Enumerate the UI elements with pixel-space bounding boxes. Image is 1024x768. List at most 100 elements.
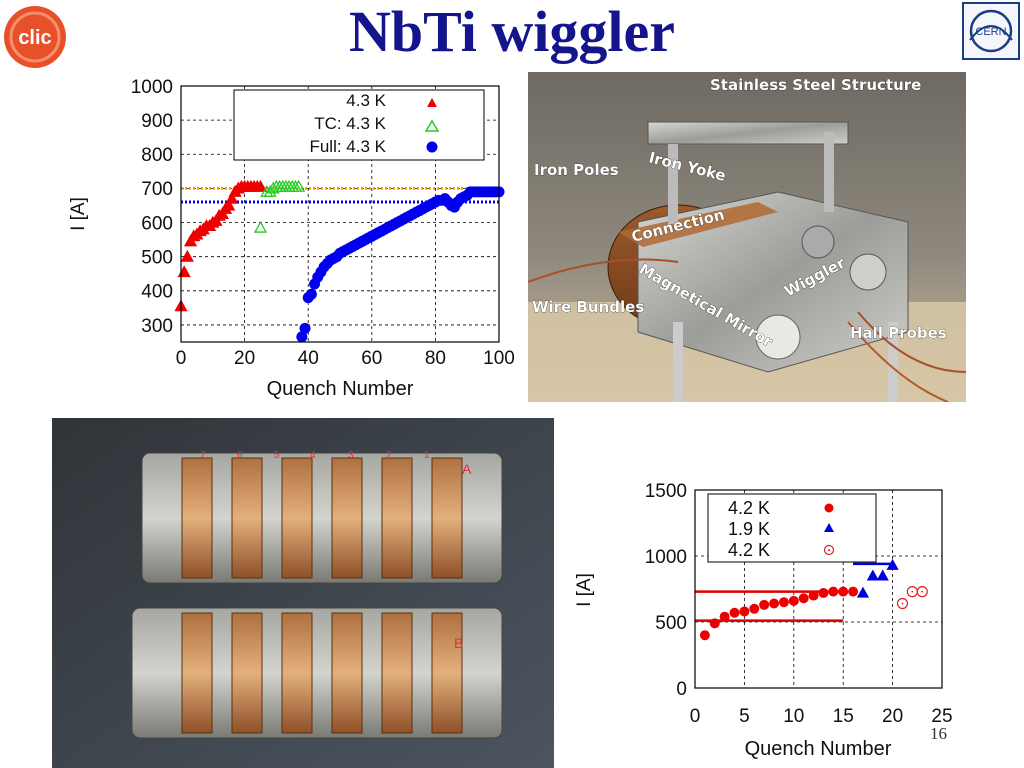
cern-logo: CERN <box>962 2 1020 60</box>
y-tick-label-7: 1000 <box>131 77 173 98</box>
chart2-reference-lines <box>695 562 893 622</box>
series-0-point-13 <box>828 586 839 597</box>
series-0-point-15 <box>222 198 236 211</box>
x-tick-label-5: 25 <box>931 706 952 727</box>
series-2-point-2 <box>916 586 928 598</box>
series-2-point-2-center <box>921 590 924 593</box>
wiggler-body-illustration <box>528 121 966 402</box>
label-hall-probes: Hall Probes <box>850 324 947 342</box>
series-0-point-6 <box>759 599 770 610</box>
label-coil-b: B <box>454 635 463 651</box>
series-0-point-0 <box>699 630 710 641</box>
chart1-legend-marker-1 <box>427 98 437 107</box>
chart2-legend-marker-2 <box>824 523 834 532</box>
wiggler-coils-photo: A B 7 6 5 4 3 2 1 <box>52 418 554 768</box>
label-pole-4: 4 <box>310 450 316 461</box>
series-0-point-9 <box>788 595 799 606</box>
lower-coil-assembly <box>131 607 503 739</box>
series-0-point-8 <box>778 597 789 608</box>
y-tick-label-2: 1000 <box>645 547 687 568</box>
photo2-labels: A B 7 6 5 4 3 2 1 <box>200 450 472 651</box>
series-2-point-0 <box>296 331 308 343</box>
x-tick-label-1: 20 <box>234 348 255 369</box>
chart1-x-axis-label: Quench Number <box>267 378 414 400</box>
chart2-marks <box>699 558 928 641</box>
series-0-point-4 <box>739 606 750 617</box>
y-tick-label-1: 500 <box>655 613 687 634</box>
label-pole-2: 2 <box>386 450 392 461</box>
chart1-frame <box>180 85 500 343</box>
y-tick-label-2: 500 <box>141 248 173 269</box>
x-tick-label-2: 40 <box>298 348 319 369</box>
series-0-point-11 <box>808 590 819 601</box>
y-tick-label-0: 0 <box>676 679 687 700</box>
series-1-point-3 <box>886 558 899 570</box>
chart1-legend-label-3: Full: 4.3 K <box>309 137 386 156</box>
chart1-marks <box>174 179 505 343</box>
y-tick-label-1: 400 <box>141 282 173 303</box>
x-tick-label-0: 0 <box>690 706 701 727</box>
series-0-point-3 <box>729 607 740 618</box>
slide-title: NbTi wiggler <box>349 0 675 64</box>
label-pole-5: 5 <box>274 450 280 461</box>
x-tick-label-1: 5 <box>739 706 750 727</box>
chart2-x-axis-label: Quench Number <box>745 738 892 760</box>
chart1-legend: 4.3 K TC: 4.3 K Full: 4.3 K <box>233 89 485 161</box>
y-tick-label-6: 900 <box>141 111 173 132</box>
y-tick-label-3: 600 <box>141 213 173 234</box>
chart1-legend-label-1: 4.3 K <box>346 91 386 110</box>
wiggler-photo: Stainless Steel Structure Iron Poles Iro… <box>528 72 966 402</box>
series-1-point-0 <box>253 220 268 233</box>
series-1-point-1 <box>866 569 879 581</box>
chart2-legend-marker-3 <box>823 544 835 556</box>
series-0-point-12 <box>818 587 829 598</box>
series-0-point-2 <box>719 611 730 622</box>
x-tick-label-5: 100 <box>483 348 515 369</box>
series-0-point-25 <box>253 179 268 192</box>
series-1-point-0 <box>856 586 870 598</box>
series-0-point-2 <box>180 249 194 262</box>
x-tick-label-4: 80 <box>425 348 446 369</box>
label-pole-1: 1 <box>424 450 430 461</box>
chart2-frame <box>694 489 943 689</box>
series-0-point-14 <box>838 586 849 597</box>
series-0-point-16 <box>225 191 239 204</box>
series-1-point-2 <box>876 569 889 581</box>
label-pole-3: 3 <box>348 450 354 461</box>
series-2-point-0 <box>896 597 909 610</box>
y-tick-label-3: 1500 <box>645 481 687 502</box>
chart2-legend-label-1: 4.2 K <box>728 498 770 518</box>
cern-logo-text: CERN <box>975 26 1006 38</box>
page-number: 16 <box>930 724 947 743</box>
label-coil-a: A <box>462 461 472 477</box>
series-2-point-1-center <box>911 590 914 593</box>
chart1-legend-label-2: TC: 4.3 K <box>314 114 386 133</box>
clic-logo: clic <box>4 6 66 68</box>
x-tick-label-3: 15 <box>833 706 854 727</box>
chart1-y-axis-label: I [A] <box>68 197 89 231</box>
upper-coil-assembly <box>141 452 503 584</box>
series-0-point-10 <box>798 593 809 604</box>
label-pole-7: 7 <box>200 450 206 461</box>
chart2-legend-label-2: 1.9 K <box>728 519 770 539</box>
series-2-point-1 <box>299 322 311 334</box>
series-0-point-7 <box>769 598 780 609</box>
y-tick-label-5: 800 <box>141 145 173 166</box>
series-0-point-1 <box>709 618 720 629</box>
x-tick-label-3: 60 <box>361 348 382 369</box>
label-iron-poles: Iron Poles <box>534 161 619 179</box>
series-0-point-1 <box>177 265 191 278</box>
series-2-point-3 <box>305 288 317 300</box>
series-1-point-11 <box>292 179 306 192</box>
x-tick-label-2: 10 <box>783 706 804 727</box>
chart2-legend-marker-1 <box>824 503 834 513</box>
label-wire-bundles: Wire Bundles <box>532 298 644 316</box>
clic-logo-text: clic <box>18 27 51 49</box>
series-2-point-0-center <box>901 602 904 605</box>
chart2-legend: 4.2 K 1.9 K 4.2 K <box>707 493 877 563</box>
chart1-legend-marker-3 <box>426 141 438 153</box>
